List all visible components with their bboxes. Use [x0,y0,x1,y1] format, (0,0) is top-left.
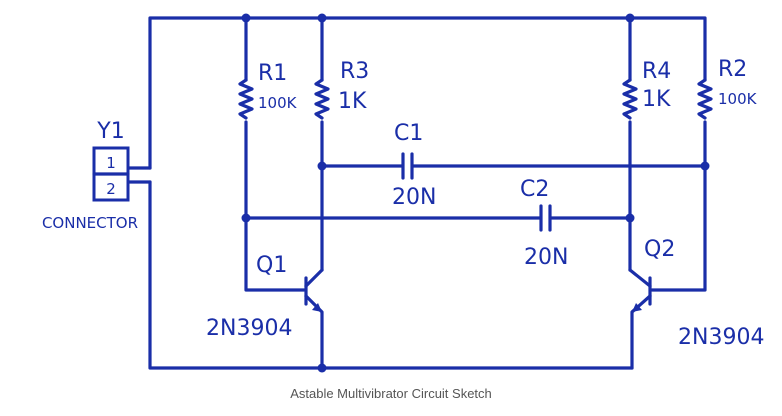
c1-value: 20N [392,185,436,210]
r1-ref: R1 [258,61,287,86]
connector-pin-1: 1 [106,154,116,172]
r4-ref: R4 [642,59,671,84]
r1-zigzag [238,78,254,120]
r4-zigzag [622,78,638,120]
r1-to-base-net [244,120,306,292]
junction-dot [241,13,251,23]
junction-dot [625,13,635,23]
q1-part: 2N3904 [206,316,292,341]
r2-value: 100K [718,90,758,108]
c1-ref: C1 [394,121,423,146]
q1-emitter-arrow [312,303,322,312]
junction-dot [317,161,327,171]
q1-collector-leg [304,268,324,288]
junction-dot [317,363,327,373]
junction-dot [625,213,635,223]
connector-label: CONNECTOR [42,214,138,232]
q2-ref: Q2 [644,237,675,262]
q1-ref: Q1 [256,253,287,278]
r3-ref: R3 [340,59,369,84]
q2-part: 2N3904 [678,325,764,350]
junction-dot [317,13,327,23]
r1-value: 100K [258,94,298,112]
c2-value: 20N [524,245,568,270]
r2-ref: R2 [718,57,747,82]
figure-caption: Astable Multivibrator Circuit Sketch [290,386,492,401]
r2-zigzag [697,78,713,120]
r3-value: 1K [338,89,367,114]
c2-ref: C2 [520,177,549,202]
q2-emitter-arrow [632,303,642,312]
connector-ref: Y1 [96,119,124,144]
r3-zigzag [314,78,330,120]
q2-collector-leg [628,268,652,288]
connector-pin-2: 2 [106,180,116,198]
bottom-rail [148,180,634,370]
r2-to-base-net [650,120,707,292]
r4-value: 1K [642,87,671,112]
top-rail [148,16,707,170]
junction-dot [700,161,710,171]
junction-dot [241,213,251,223]
